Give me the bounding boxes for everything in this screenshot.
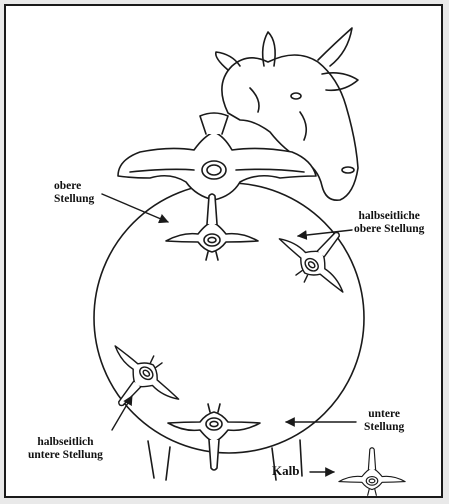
label-semilateral-upper-position: halbseitliche obere Stellung [354, 210, 424, 236]
label-semilateral-lower-position: halbseitlich untere Stellung [28, 436, 103, 462]
vertebra-upper [166, 194, 258, 260]
label-calf: Kalb [272, 464, 299, 477]
vertebra-lower [168, 404, 260, 470]
uterus-outline [94, 183, 364, 453]
arrow-upper [102, 194, 168, 222]
vertebra-semilateral-lower [88, 333, 190, 432]
arrow-semilateral-upper [298, 230, 352, 236]
label-lower-position: untere Stellung [364, 408, 404, 434]
label-upper-position: obere Stellung [54, 180, 94, 206]
vertebra-calf [339, 448, 405, 496]
